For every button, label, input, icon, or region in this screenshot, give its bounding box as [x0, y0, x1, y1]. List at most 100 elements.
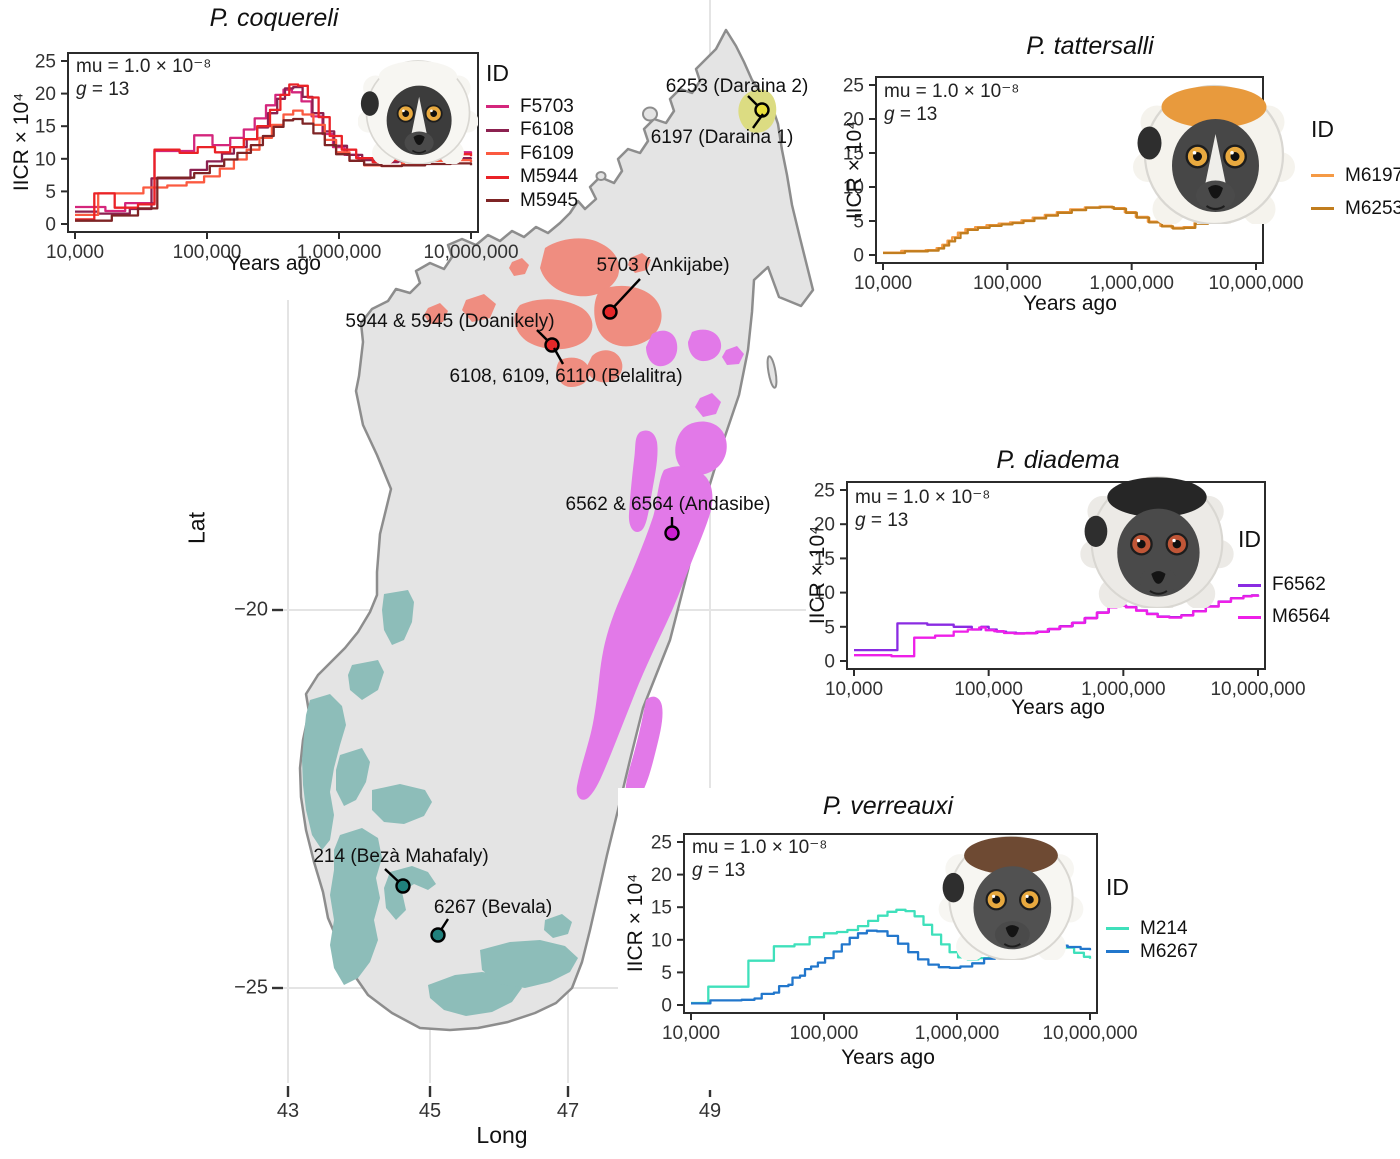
y-tick-label: 20: [814, 515, 835, 536]
legend-item-label: M6267: [1140, 940, 1199, 962]
y-axis-title: IICR × 10⁴: [10, 92, 33, 192]
model-parameters: mu = 1.0 × 10⁻⁸ g = 13: [884, 80, 1019, 126]
site-marker: [602, 304, 618, 320]
y-tick-label: 0: [824, 652, 835, 673]
legend-item-label: F6109: [520, 142, 574, 164]
x-axis-title: Years ago: [1011, 696, 1105, 719]
y-tick-label: 15: [651, 898, 672, 919]
g-annotation: g = 13: [855, 510, 909, 531]
site-label-beza-mahafaly: 214 (Bezà Mahafaly): [313, 846, 489, 867]
x-tick-label: 10,000: [46, 242, 104, 263]
y-tick-label: 0: [45, 215, 56, 236]
y-tick-label: 25: [814, 481, 835, 502]
legend-item-label: F5703: [520, 95, 574, 117]
x-tick-label: 1,000,000: [297, 242, 382, 263]
lemur-illustration: [358, 60, 478, 164]
y-tick-label: 20: [35, 84, 56, 105]
map-x-tick-label: 49: [698, 1100, 722, 1122]
y-axis-title: IICR × 10⁴: [843, 120, 866, 220]
map-y-tick-label: −20: [234, 598, 268, 621]
site-label-andasibe: 6562 & 6564 (Andasibe): [565, 494, 771, 515]
legend-item: M5944: [486, 166, 578, 190]
site-label-belalitra: 6108, 6109, 6110 (Belalitra): [449, 366, 683, 387]
site-marker: [395, 878, 411, 894]
y-tick-label: 15: [35, 117, 56, 138]
legend-swatch: [1106, 927, 1129, 930]
y-axis-title: IICR × 10⁴: [624, 873, 647, 973]
y-tick-label: 10: [814, 583, 835, 604]
legend-item: M6253: [1311, 192, 1400, 225]
chart-title: P. coquereli: [209, 4, 339, 32]
x-tick-label: 10,000: [662, 1023, 720, 1044]
range-region-3: [576, 329, 744, 805]
y-tick-label: 25: [35, 52, 56, 73]
chart-title: P. verreauxi: [822, 792, 954, 820]
legend-item-label: M6564: [1272, 606, 1331, 627]
site-marker: [664, 525, 680, 541]
y-tick-label: 10: [35, 149, 56, 170]
range-region-1: [424, 238, 662, 387]
x-tick-label: 100,000: [954, 679, 1023, 700]
legend-item: F6108: [486, 119, 578, 143]
legend-item: M6197: [1311, 159, 1400, 192]
small-island: [595, 171, 607, 181]
site-markers: [384, 95, 770, 943]
y-tick-label: 10: [843, 178, 864, 199]
x-tick-label: 10,000,000: [1208, 273, 1303, 294]
legend-swatch: [1311, 174, 1334, 177]
chart-title: P. tattersalli: [1026, 32, 1154, 60]
model-parameters: mu = 1.0 × 10⁻⁸ g = 13: [855, 486, 990, 532]
g-annotation: g = 13: [76, 79, 130, 100]
legend-swatch: [1311, 207, 1334, 210]
x-tick-label: 1,000,000: [915, 1023, 1000, 1044]
legend-title: ID: [486, 60, 509, 86]
model-parameters: mu = 1.0 × 10⁻⁸ g = 13: [76, 55, 211, 101]
legend-swatch: [486, 152, 509, 156]
y-tick-label: 15: [843, 144, 864, 165]
g-annotation: g = 13: [692, 860, 746, 881]
legend-item-label: F6108: [520, 119, 574, 141]
y-tick-label: 20: [843, 110, 864, 131]
legend-item: M6267: [1106, 940, 1198, 963]
x-tick-label: 10,000: [825, 679, 883, 700]
legend-item: F6109: [486, 142, 578, 166]
x-axis-title: Years ago: [1023, 292, 1117, 315]
x-tick-label: 100,000: [173, 242, 242, 263]
legend-swatch: [1238, 583, 1261, 587]
legend-item: F6562: [1238, 569, 1330, 601]
map-x-tick-label: 47: [556, 1100, 580, 1122]
lemur-illustration: [938, 835, 1084, 960]
site-label-ankijabe: 5703 (Ankijabe): [596, 255, 730, 276]
map-x-tick-label: 45: [418, 1100, 442, 1122]
legend-swatch: [486, 128, 509, 132]
y-tick-label: 5: [853, 212, 864, 233]
legend-item-label: M214: [1140, 917, 1188, 939]
y-tick-label: 15: [814, 549, 835, 570]
chart-title: P. diadema: [996, 446, 1120, 474]
range-region-4: [302, 590, 578, 1016]
mu-annotation: mu = 1.0 × 10⁻⁸: [855, 487, 991, 508]
legend-title: ID: [1106, 874, 1129, 900]
nosy-be-island: [642, 106, 658, 122]
y-tick-label: 0: [661, 996, 672, 1017]
legend-item: M214: [1106, 917, 1198, 940]
map-x-tick-label: 43: [276, 1100, 300, 1122]
legend-item-label: M6197: [1345, 164, 1400, 186]
x-tick-label: 10,000: [854, 273, 912, 294]
iicr-curve-M5945: [75, 117, 473, 222]
y-tick-label: 5: [661, 963, 672, 984]
y-tick-label: 5: [45, 182, 56, 203]
legend-item: F5703: [486, 95, 578, 119]
legend-swatch: [486, 105, 509, 109]
